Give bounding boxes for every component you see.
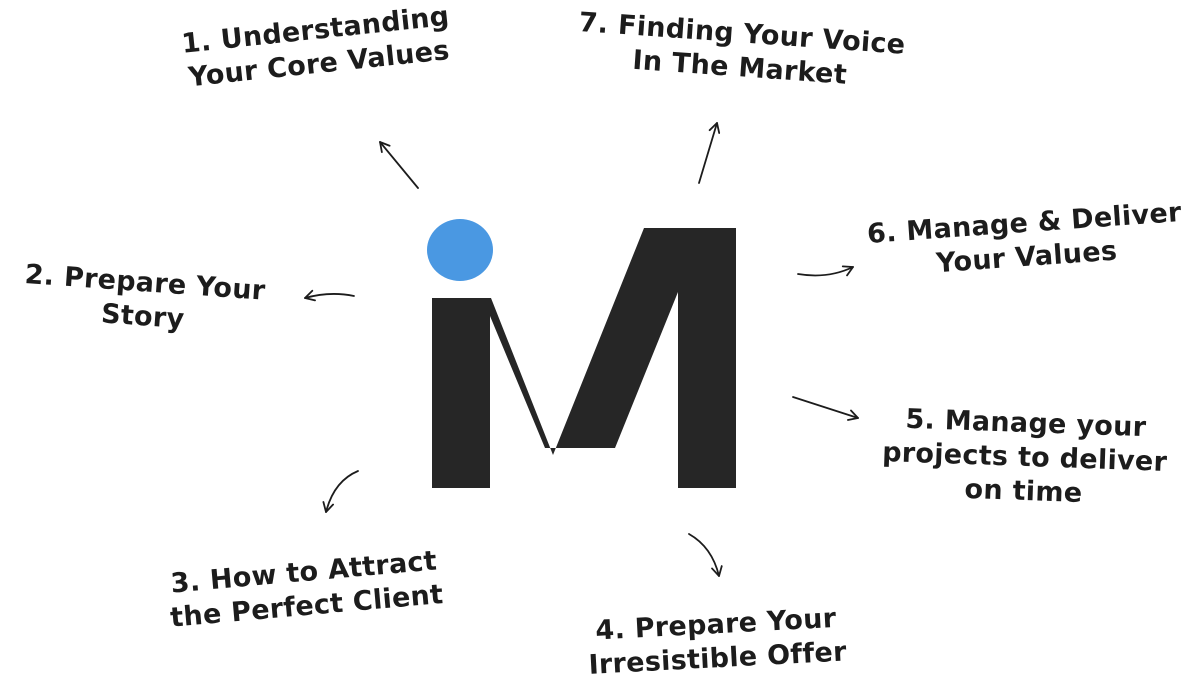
- arrow-step-5: [792, 396, 859, 421]
- arrow-step-6: [797, 265, 854, 277]
- step-4-label: 4. Prepare Your Irresistible Offer: [587, 602, 848, 681]
- step-5-label: 5. Manage your projects to deliver on ti…: [881, 403, 1168, 509]
- logo-mark: [432, 228, 736, 488]
- arrow-step-2: [304, 289, 355, 302]
- arrow-step-4: [688, 533, 723, 577]
- arrow-step-1: [379, 141, 419, 189]
- arrow-step-3: [322, 470, 359, 513]
- logo-dot: [427, 219, 493, 281]
- arrow-step-7: [698, 122, 721, 184]
